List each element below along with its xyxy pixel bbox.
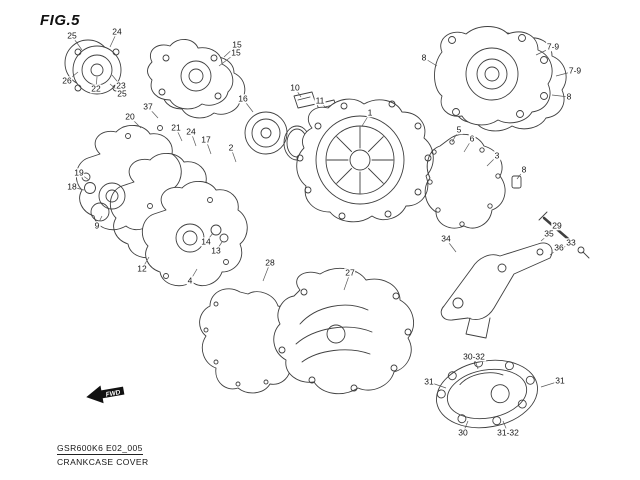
part-drawing-cap-top-left	[64, 39, 122, 95]
part-callout-25: 25	[116, 88, 128, 99]
part-callout-10: 10	[289, 82, 301, 93]
figure-number-label: FIG.5	[40, 12, 81, 29]
part-drawing-sprocket-cover	[147, 38, 246, 119]
part-callout-2: 2	[227, 142, 235, 153]
part-callout-37: 37	[142, 101, 154, 112]
part-callout-17: 17	[200, 134, 212, 145]
part-callout-16: 16	[237, 93, 249, 104]
part-callout-34: 34	[440, 233, 452, 244]
part-callout-15: 15	[231, 39, 243, 50]
part-callout-4: 4	[186, 275, 194, 286]
part-callout-35: 35	[543, 228, 555, 239]
part-callout-36: 36	[553, 242, 565, 253]
part-callout-24: 24	[185, 126, 197, 137]
part-callout-27: 27	[344, 267, 356, 278]
footer: GSR600K6 E02_005 CRANKCASE COVER	[57, 443, 149, 467]
part-callout-29: 29	[551, 220, 563, 231]
part-callout-1: 1	[366, 107, 374, 118]
part-callout-6: 6	[468, 133, 476, 144]
part-callout-21: 21	[170, 122, 182, 133]
part-callout-24: 24	[111, 26, 123, 37]
part-callout-3: 3	[493, 150, 501, 161]
part-callout-8: 8	[565, 91, 573, 102]
part-callout-28: 28	[264, 257, 276, 268]
part-callout-8: 8	[520, 164, 528, 175]
part-callout-8: 8	[420, 52, 428, 63]
part-callout-30: 30	[457, 427, 469, 438]
fwd-label: FWD	[105, 389, 121, 399]
part-callout-18: 18	[66, 181, 78, 192]
model-code: GSR600K6 E02_005	[57, 443, 143, 455]
part-callout-23: 23	[115, 80, 127, 91]
part-callout-7-9: 7-9	[545, 41, 561, 52]
fwd-arrow: FWD	[86, 385, 125, 404]
part-callout-15: 15	[230, 47, 242, 58]
part-callout-22: 22	[90, 83, 102, 94]
part-callout-12: 12	[136, 263, 148, 274]
part-drawing-left-covers	[75, 124, 248, 287]
part-drawing-gasket-right	[424, 133, 506, 229]
part-drawing-center-cover	[296, 98, 434, 223]
figure-title: CRANKCASE COVER	[57, 457, 149, 467]
part-callout-13: 13	[210, 245, 222, 256]
part-drawing-bottom-cover	[199, 267, 415, 395]
part-callout-14: 14	[200, 236, 212, 247]
part-callout-33: 33	[565, 237, 577, 248]
part-callout-31: 31	[554, 375, 566, 386]
part-callout-25: 25	[66, 30, 78, 41]
part-callout-31-32: 31-32	[496, 427, 520, 438]
part-callout-11: 11	[314, 95, 326, 106]
part-drawing-magneto-cover	[434, 26, 567, 132]
part-callout-5: 5	[455, 124, 463, 135]
part-callout-31: 31	[423, 376, 435, 387]
part-callout-26: 26	[61, 75, 73, 86]
part-drawing-clip	[511, 175, 522, 189]
part-callout-7-9: 7-9	[567, 65, 583, 76]
part-callout-9: 9	[93, 220, 101, 231]
part-callout-30-32: 30-32	[462, 351, 486, 362]
part-callout-20: 20	[124, 111, 136, 122]
part-callout-19: 19	[73, 167, 85, 178]
part-drawing-bracket	[440, 242, 553, 339]
